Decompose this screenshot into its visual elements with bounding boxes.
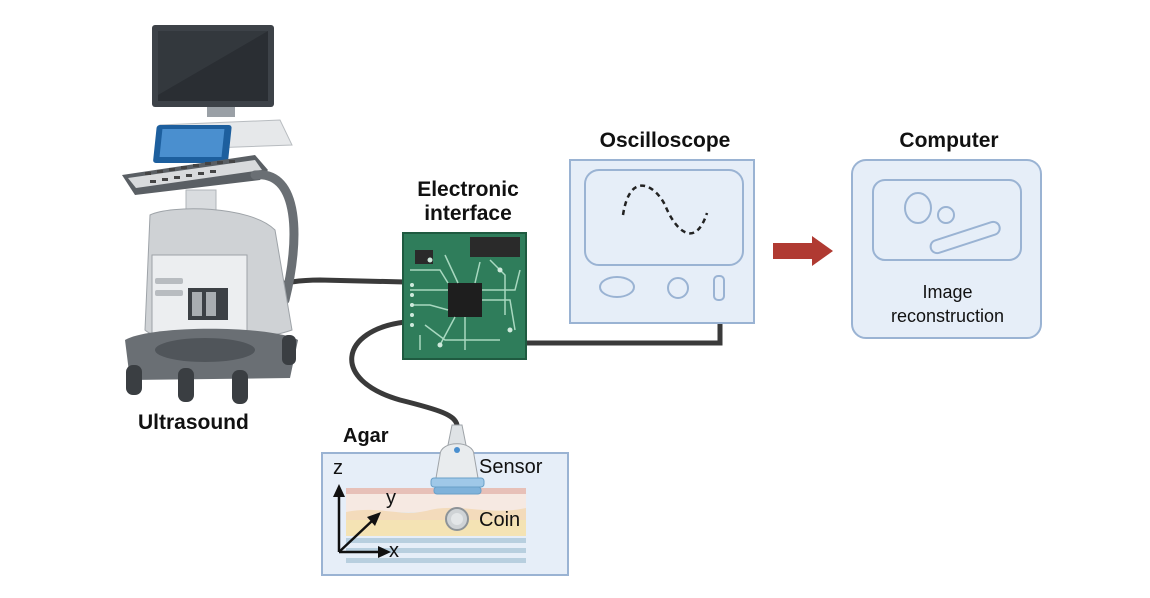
ultrasound-label: Ultrasound <box>138 411 249 434</box>
axis-x-label: x <box>389 540 399 562</box>
computer-label: Computer <box>899 129 999 152</box>
electronic-interface-label: Electronic interface <box>398 178 538 226</box>
oscilloscope <box>569 159 755 324</box>
sensor-label: Sensor <box>479 456 543 478</box>
axis-y-label: y <box>386 487 396 509</box>
agar-label: Agar <box>343 425 389 447</box>
electronic-interface-line1: Electronic <box>417 178 519 201</box>
probe-cable <box>349 319 460 428</box>
sensor-probe <box>430 424 485 495</box>
agar-box <box>321 424 569 576</box>
coordinate-axes <box>333 484 391 558</box>
oscilloscope-waveform <box>621 184 709 235</box>
flow-arrow <box>773 236 833 266</box>
ultrasound-machine <box>122 25 299 404</box>
electronic-interface-line2: interface <box>424 202 512 225</box>
image-reconstruction-label: Image reconstruction <box>860 280 1035 328</box>
image-reconstruction-line1: Image <box>922 282 973 302</box>
coin-label: Coin <box>479 509 521 531</box>
computer-panel <box>851 159 1042 339</box>
pcb-board <box>402 232 527 360</box>
oscilloscope-label: Oscilloscope <box>599 129 731 152</box>
image-reconstruction-line2: reconstruction <box>890 306 1005 326</box>
axis-z-label: z <box>333 457 343 479</box>
